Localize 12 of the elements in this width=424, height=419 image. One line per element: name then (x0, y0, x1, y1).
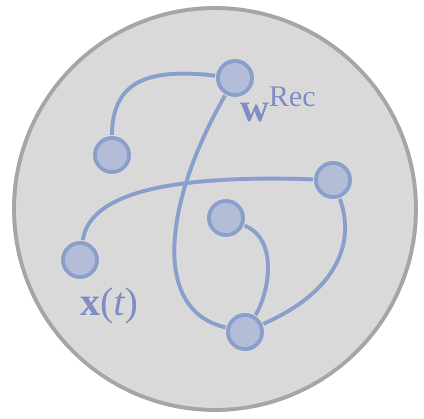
weight-label: w$^{Rec}$ (240, 88, 316, 128)
neuron-node (93, 136, 131, 174)
connection-line (110, 72, 216, 136)
neuron-node (61, 241, 99, 279)
neuron-node (207, 199, 245, 237)
neuron-node (226, 313, 264, 351)
connection-line (80, 176, 314, 241)
neuron-node (314, 161, 352, 199)
connection-line (244, 224, 270, 316)
input-label: x(t) (80, 282, 138, 322)
connection-line (262, 198, 348, 326)
neuron-node (216, 59, 254, 97)
